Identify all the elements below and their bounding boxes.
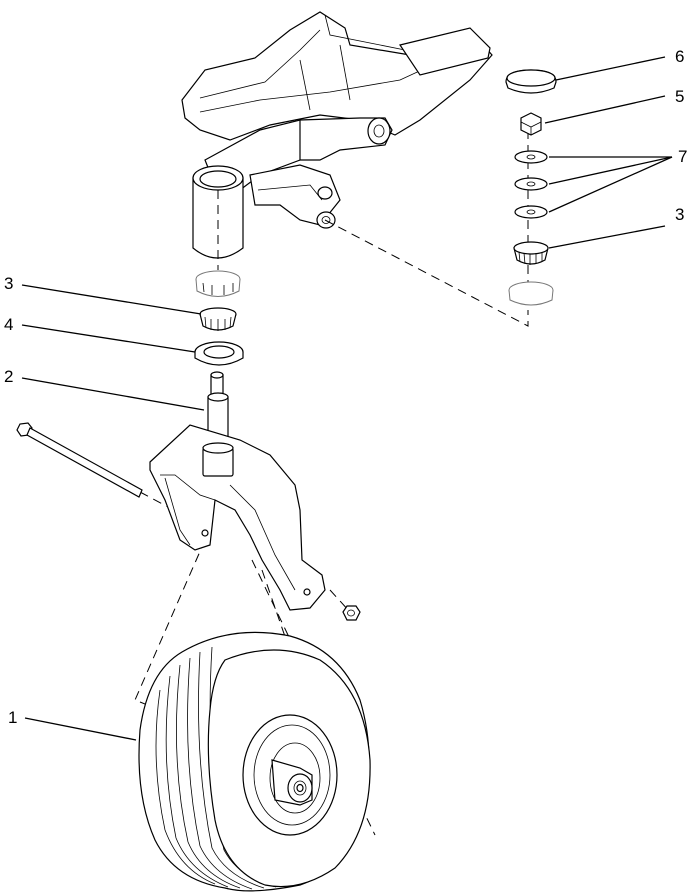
dust-cap <box>505 69 557 94</box>
callout-seal: 4 <box>4 315 13 334</box>
bearing-cup-ghost-lower <box>195 270 241 297</box>
leader-lines <box>21 56 673 741</box>
leader-3-lower <box>21 284 202 315</box>
leader-1 <box>24 717 137 741</box>
bearing-cup-ghost-upper <box>508 281 554 306</box>
callout-dust-cap: 6 <box>675 47 684 66</box>
leader-5 <box>544 95 666 124</box>
callout-tire-wheel: 1 <box>8 708 17 727</box>
leader-2 <box>21 377 205 411</box>
leader-7b <box>548 156 673 185</box>
axle-nut <box>342 605 361 621</box>
upper-hardware-stack <box>505 69 557 306</box>
seal <box>194 341 244 366</box>
leader-3-upper <box>548 225 666 249</box>
caster-fork <box>149 424 326 611</box>
leader-7c <box>548 156 673 213</box>
leader-4 <box>21 324 196 353</box>
callout-locknut: 5 <box>675 87 684 106</box>
thrust-washer-2 <box>514 177 548 191</box>
callout-thrust-washers: 7 <box>678 147 687 166</box>
frame-assembly <box>181 11 493 259</box>
wheel-hub <box>271 759 313 806</box>
tire-wheel-assembly <box>138 631 371 892</box>
callout-bearing-cone-upper: 3 <box>675 205 684 224</box>
callout-labels: 6 5 7 3 3 4 2 1 <box>4 47 687 727</box>
locknut <box>520 112 542 136</box>
thrust-washer-1 <box>514 150 548 164</box>
callout-spindle: 2 <box>4 367 13 386</box>
bearing-cone-lower <box>199 307 237 331</box>
callout-bearing-cone-lower: 3 <box>4 274 13 293</box>
leader-6 <box>555 56 666 81</box>
thrust-washer-3 <box>514 205 548 219</box>
bearing-cone-upper <box>513 241 549 265</box>
axle-bolt <box>16 422 143 498</box>
